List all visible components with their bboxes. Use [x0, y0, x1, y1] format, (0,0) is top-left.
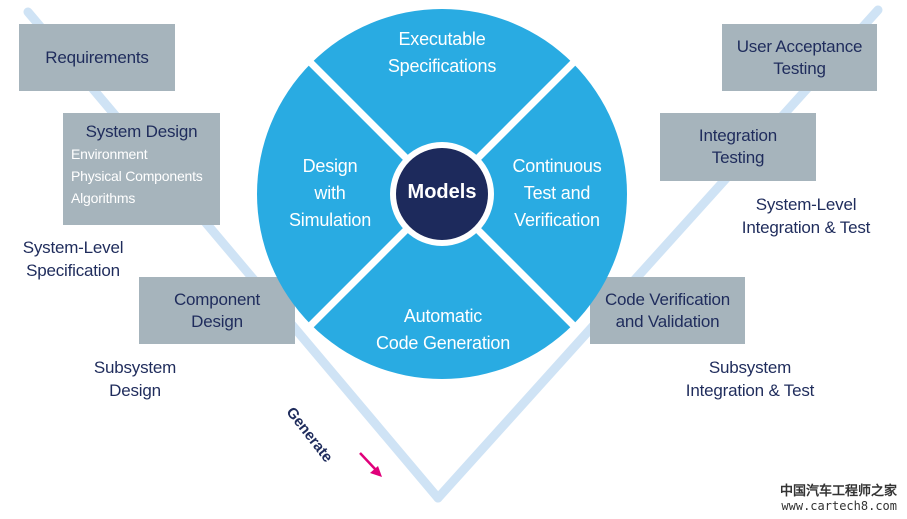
- watermark-title: 中国汽车工程师之家: [779, 484, 897, 499]
- models-label: Models: [407, 181, 477, 203]
- continuous-test-line-2: Test and: [523, 183, 591, 203]
- component-design-line-1: Component: [173, 289, 261, 309]
- models-center: [396, 148, 488, 240]
- code-verification-line-1: Code Verification: [604, 289, 731, 309]
- automatic-code-generation-line-1: Automatic: [403, 306, 483, 326]
- system-level-specification-label: System-Level Specification: [10, 236, 136, 282]
- component-design-line-2: Design: [191, 311, 243, 331]
- continuous-test-verification-label: Continuous Test and Verification: [497, 153, 617, 234]
- design-with-simulation-label: Design with Simulation: [272, 153, 388, 234]
- code-verification-line-2: and Validation: [615, 311, 720, 331]
- design-with-simulation-line-2: with: [314, 183, 346, 203]
- generate-arrow-head: [370, 466, 382, 477]
- watermark: 中国汽车工程师之家 www.cartech8.com: [780, 480, 897, 513]
- system-design-item-algorithms: Algorithms: [71, 190, 136, 206]
- system-design-item-environment: Environment: [71, 146, 148, 162]
- executable-specifications-line-1: Executable: [398, 29, 486, 49]
- v-right-arm: [433, 5, 883, 503]
- system-level-integration-label: System-Level Integration & Test: [727, 193, 885, 239]
- requirements-label: Requirements: [45, 47, 149, 67]
- subsystem-integration-line-1: Subsystem: [708, 358, 792, 377]
- system-level-spec-line-1: System-Level: [22, 238, 124, 257]
- integration-testing-box: Integration Testing: [660, 113, 816, 181]
- watermark-url: www.cartech8.com: [781, 499, 897, 513]
- executable-specifications-label: Executable Specifications: [362, 26, 522, 80]
- subsystem-design-label: Subsystem Design: [80, 356, 190, 402]
- code-verification-box: Code Verification and Validation: [590, 277, 745, 344]
- continuous-test-line-3: Verification: [514, 210, 600, 230]
- subsystem-integration-label: Subsystem Integration & Test: [669, 356, 831, 402]
- system-level-integration-line-2: Integration & Test: [741, 218, 871, 237]
- continuous-test-line-1: Continuous: [512, 156, 602, 176]
- automatic-code-generation-label: Automatic Code Generation: [360, 303, 526, 357]
- system-level-spec-line-2: Specification: [26, 261, 120, 280]
- design-with-simulation-line-1: Design: [302, 156, 358, 176]
- system-design-item-physical-components: Physical Components: [71, 168, 203, 184]
- generate-arrow-line: [359, 452, 377, 471]
- system-design-title: System Design: [85, 122, 198, 141]
- user-acceptance-line-2: Testing: [773, 58, 826, 78]
- integration-testing-line-1: Integration: [698, 126, 778, 145]
- requirements-box: Requirements: [19, 24, 175, 91]
- design-with-simulation-line-3: Simulation: [288, 210, 372, 230]
- system-level-integration-line-1: System-Level: [755, 195, 857, 214]
- component-design-box: Component Design: [139, 277, 295, 344]
- subsystem-design-line-1: Subsystem: [93, 358, 177, 377]
- executable-specifications-line-2: Specifications: [387, 56, 497, 76]
- user-acceptance-line-1: User Acceptance: [736, 36, 863, 56]
- integration-testing-line-2: Testing: [711, 148, 765, 167]
- user-acceptance-testing-box: User Acceptance Testing: [722, 24, 877, 91]
- automatic-code-generation-line-2: Code Generation: [375, 333, 511, 353]
- subsystem-design-line-2: Design: [109, 381, 161, 400]
- system-design-box: System Design Environment Physical Compo…: [63, 113, 220, 225]
- v-left-arm: [23, 7, 443, 503]
- subsystem-integration-line-2: Integration & Test: [685, 381, 815, 400]
